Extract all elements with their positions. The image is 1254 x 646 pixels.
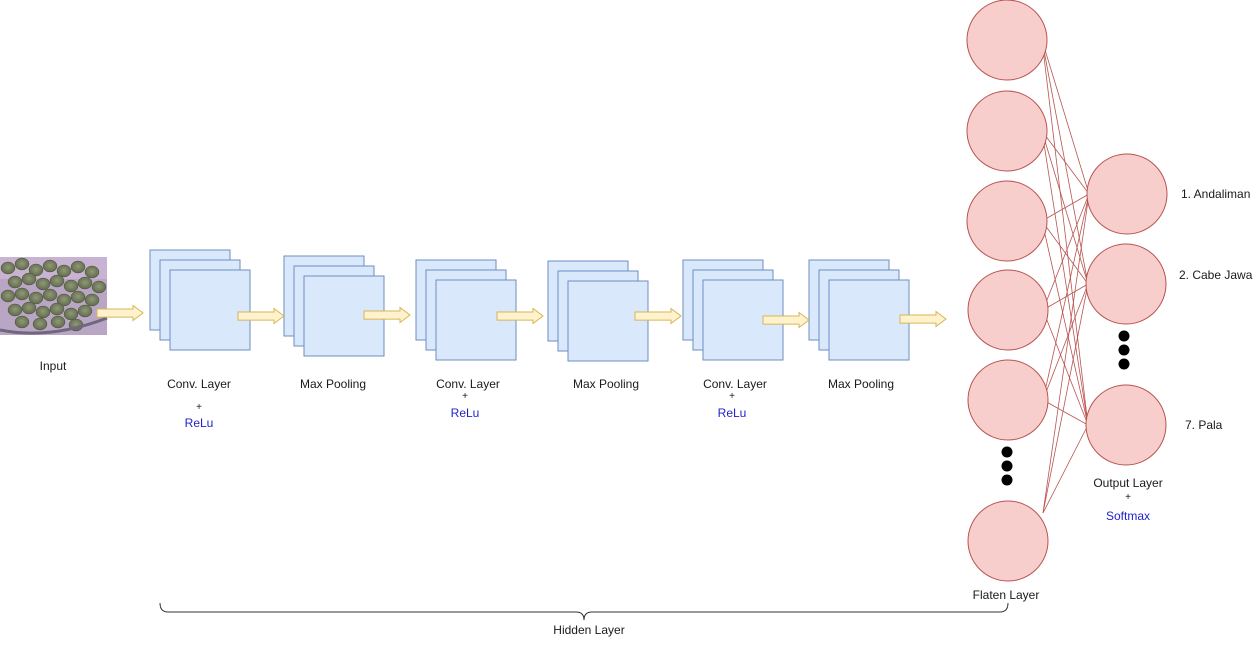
class-label-3: 7. Pala — [1185, 418, 1223, 432]
output-layer-label: Output Layer — [1093, 476, 1163, 490]
connection-6-3 — [1042, 424, 1089, 514]
connection-1-3 — [1041, 39, 1089, 426]
stage-3-plus: + — [462, 391, 468, 402]
connection-2-3 — [1041, 130, 1089, 426]
class-label-2: 2. Cabe Jawa — [1179, 268, 1253, 282]
output-activation: Softmax — [1105, 509, 1151, 523]
connection-3-2 — [1041, 220, 1089, 285]
stage-2-label: Max Pooling — [299, 377, 367, 391]
arrow-1 — [96, 304, 144, 322]
arrow-6 — [762, 311, 810, 329]
connection-6-2 — [1042, 283, 1089, 514]
flatten-neuron-3 — [966, 180, 1048, 262]
output-neuron-2 — [1085, 243, 1167, 325]
feature-map-stack-4 — [547, 260, 649, 362]
stage-1-plus: + — [196, 402, 202, 413]
connection-6-1 — [1042, 193, 1090, 514]
class-label-1: 1. Andaliman — [1181, 187, 1251, 201]
connection-5-3 — [1042, 399, 1089, 426]
input-label: Input — [39, 359, 67, 373]
stage-6-label: Max Pooling — [827, 377, 895, 391]
feature-map-stack-6 — [808, 259, 910, 361]
input-image — [0, 257, 108, 335]
feature-map-stack-1 — [149, 249, 251, 351]
connection-2-1 — [1041, 130, 1090, 195]
feature-map-stack-3 — [415, 259, 517, 361]
arrow-5 — [634, 307, 682, 325]
arrow-3 — [363, 306, 411, 324]
feature-map-4-3 — [567, 280, 649, 362]
flatten-neuron-2 — [966, 90, 1048, 172]
flatten-neuron-5 — [967, 359, 1049, 441]
flatten-neuron-1 — [966, 0, 1048, 81]
stage-5-activation: ReLu — [717, 406, 747, 420]
hidden-layer-brace — [159, 602, 1009, 621]
output-neuron-1 — [1086, 153, 1168, 235]
flatten-ellipsis-dots — [1001, 446, 1013, 486]
feature-map-1-3 — [169, 269, 251, 351]
output-ellipsis-dots — [1118, 330, 1130, 370]
stage-1-label: Conv. Layer — [167, 377, 231, 391]
output-neuron-3 — [1085, 384, 1167, 466]
flatten-neuron-6 — [967, 500, 1049, 582]
stage-5-plus: + — [729, 391, 735, 402]
feature-map-stack-2 — [283, 255, 385, 357]
connection-4-1 — [1042, 193, 1090, 311]
output-plus: + — [1125, 492, 1131, 503]
arrow-4 — [496, 307, 544, 325]
stage-5-label: Conv. Layer — [703, 377, 767, 391]
stage-4-label: Max Pooling — [572, 377, 640, 391]
connection-3-1 — [1041, 193, 1090, 222]
connection-4-2 — [1042, 283, 1089, 311]
stage-3-activation: ReLu — [450, 406, 480, 420]
connection-4-3 — [1042, 309, 1089, 426]
stage-3-label: Conv. Layer — [436, 377, 500, 391]
flatten-neuron-4 — [967, 269, 1049, 351]
connection-1-1 — [1041, 39, 1090, 195]
stage-1-activation: ReLu — [184, 416, 214, 430]
arrow-7 — [899, 310, 947, 328]
hidden-layer-label: Hidden Layer — [553, 623, 625, 637]
connection-5-1 — [1042, 193, 1090, 401]
connection-3-3 — [1041, 220, 1089, 426]
feature-map-6-3 — [828, 279, 910, 361]
arrow-2 — [237, 307, 285, 325]
feature-map-stack-5 — [682, 259, 784, 361]
flatten-layer-label: Flaten Layer — [972, 588, 1040, 602]
connection-5-2 — [1042, 283, 1089, 401]
